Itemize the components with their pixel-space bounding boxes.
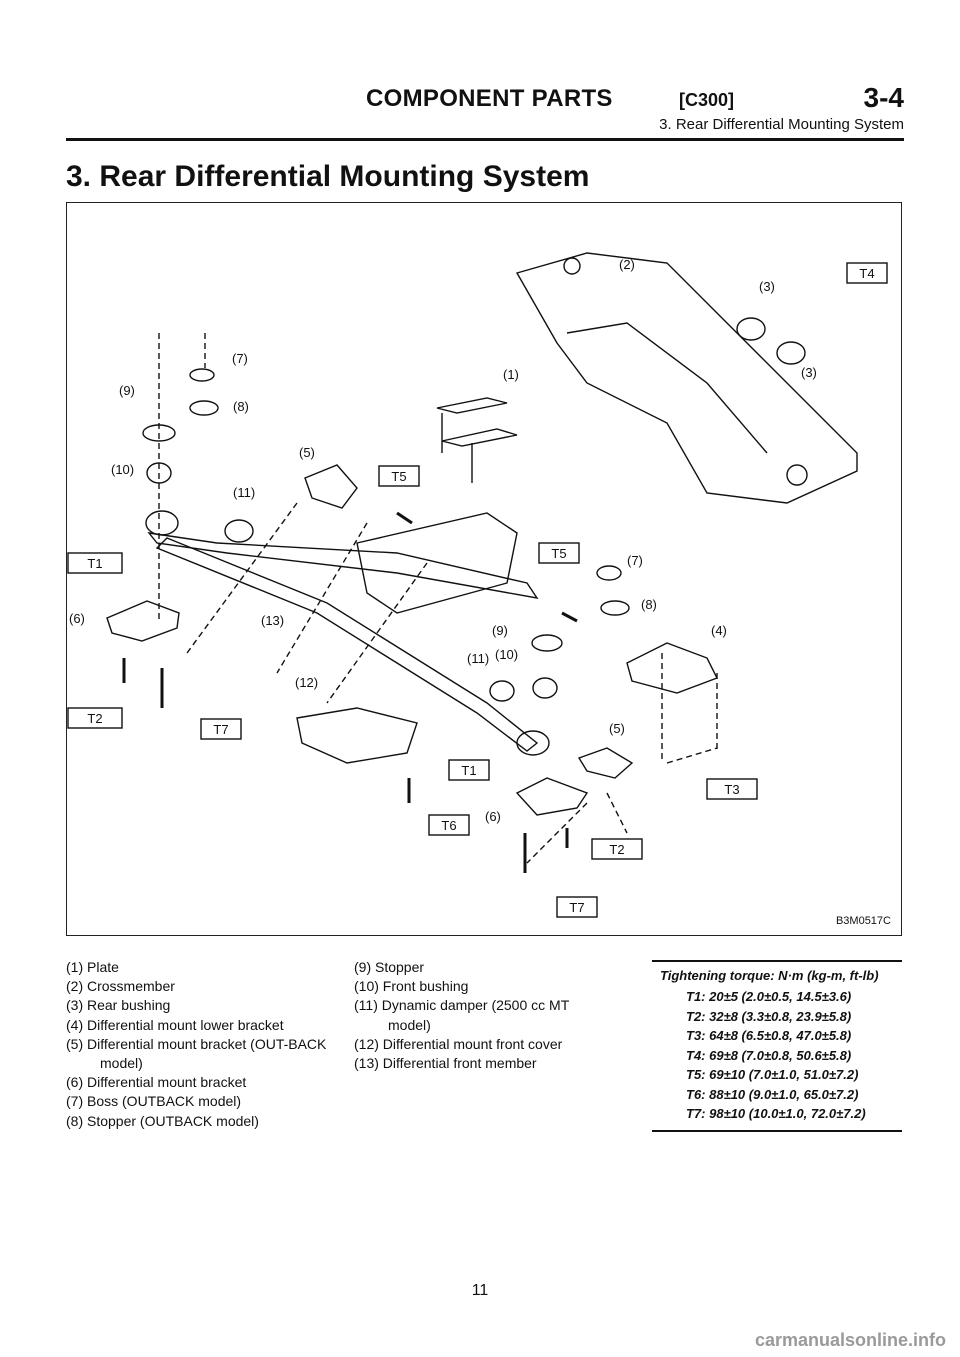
callout-11: (11) xyxy=(233,485,255,500)
callout-12: (12) xyxy=(295,675,318,690)
tag-t4: T4 xyxy=(859,266,874,281)
callout-7: (7) xyxy=(232,351,248,366)
mount-bracket-5-shape xyxy=(304,464,358,509)
torque-specs: Tightening torque: N·m (kg-m, ft-lb) T1:… xyxy=(652,960,902,1132)
legend-item: (10) Front bushing xyxy=(354,978,469,995)
legend-item: (8) Stopper (OUTBACK model) xyxy=(66,1112,259,1129)
legend-item: (9) Stopper xyxy=(354,959,425,975)
tag-t1: T1 xyxy=(87,556,102,571)
header-title: COMPONENT PARTS xyxy=(366,85,613,112)
torque-item: T5: 69±10 (7.0±1.0, 51.0±7.2) xyxy=(686,1067,859,1082)
torque-item: T7: 98±10 (10.0±1.0, 72.0±7.2) xyxy=(686,1106,866,1121)
tag-t2: T2 xyxy=(87,711,102,726)
legend-item: (1) Plate xyxy=(66,959,119,975)
tag-t1-second: T1 xyxy=(461,763,476,778)
legend-item: (13) Differential front member xyxy=(354,1055,537,1072)
legend-item: (3) Rear bushing xyxy=(66,997,171,1014)
torque-top-rule xyxy=(652,960,902,962)
callout-8-second: (8) xyxy=(641,597,657,612)
rear-bushing-shape xyxy=(736,317,766,341)
torque-item: T3: 64±8 (6.5±0.8, 47.0±5.8) xyxy=(686,1028,852,1043)
page-number: 11 xyxy=(471,1282,489,1299)
torque-title: Tightening torque: N·m (kg-m, ft-lb) xyxy=(660,968,879,983)
callout-10-second: (10) xyxy=(495,647,518,662)
mount-bracket-shape xyxy=(106,600,180,642)
callout-4: (4) xyxy=(711,623,727,638)
crossmember-shape xyxy=(515,252,858,504)
tag-t5: T5 xyxy=(391,469,406,484)
callout-11-second: (11) xyxy=(467,651,489,666)
legend-item: (12) Differential mount front cover xyxy=(354,1035,563,1052)
legend-item: (2) Crossmember xyxy=(66,978,175,995)
torque-item: T6: 88±10 (9.0±1.0, 65.0±7.2) xyxy=(686,1086,859,1102)
tag-t2-second: T2 xyxy=(609,842,624,857)
callout-9-second: (9) xyxy=(492,623,508,638)
header-code: [C300] xyxy=(679,90,735,110)
front-member-shape xyxy=(147,532,539,599)
callout-7-second: (7) xyxy=(627,553,643,568)
torque-item: T2: 32±8 (3.3±0.8, 23.9±5.8) xyxy=(686,1008,852,1024)
callout-3-second: (3) xyxy=(801,365,817,380)
callout-8: (8) xyxy=(233,399,249,414)
callout-6-second: (6) xyxy=(485,809,501,824)
lower-bracket-shape xyxy=(626,642,718,694)
tag-t5-second: T5 xyxy=(551,546,566,561)
tag-t6: T6 xyxy=(441,818,456,833)
tag-t3: T3 xyxy=(724,782,739,797)
header-subtitle: 3. Rear Differential Mounting System xyxy=(659,116,904,133)
watermark: carmanualsonline.info xyxy=(754,1330,946,1350)
callout-10: (10) xyxy=(111,462,134,477)
legend-column-1: (1) Plate (2) Crossmember (3) Rear bushi… xyxy=(66,958,336,1131)
torque-item: T1: 20±5 (2.0±0.5, 14.5±3.6) xyxy=(686,989,852,1004)
exploded-diagram: (1) (2) (3) (3) (4) (5) (5) (6) (6) (7) … xyxy=(66,202,902,936)
tag-t7-second: T7 xyxy=(569,900,584,915)
legend-item: (11) Dynamic damper (2500 cc MT model) xyxy=(354,997,569,1033)
header-rule xyxy=(66,138,904,141)
legend-item: (7) Boss (OUTBACK model) xyxy=(66,1093,242,1110)
legend-item: (6) Differential mount bracket xyxy=(66,1074,247,1091)
tag-t7: T7 xyxy=(213,722,228,737)
plate-shape xyxy=(436,397,508,414)
front-cover-shape xyxy=(296,707,418,764)
rear-bushing-shape xyxy=(776,341,806,365)
diagram-drawing: (1) (2) (3) (3) (4) (5) (5) (6) (6) (7) … xyxy=(67,252,888,918)
section-title: 3. Rear Differential Mounting System xyxy=(66,160,590,193)
callout-6: (6) xyxy=(69,611,85,626)
page-header: COMPONENT PARTS [C300] 3-4 3. Rear Diffe… xyxy=(66,82,904,141)
torque-bottom-rule xyxy=(652,1129,902,1132)
figure-code: B3M0517C xyxy=(835,915,891,927)
callout-13: (13) xyxy=(261,613,284,628)
legend-item: (5) Differential mount bracket (OUT-BACK… xyxy=(66,1035,327,1072)
callout-9: (9) xyxy=(119,383,135,398)
callout-5: (5) xyxy=(299,445,315,460)
callout-5-second: (5) xyxy=(609,721,625,736)
callout-3: (3) xyxy=(759,279,775,294)
header-chapter: 3-4 xyxy=(863,82,904,113)
callout-2: (2) xyxy=(619,257,635,272)
torque-item: T4: 69±8 (7.0±0.8, 50.6±5.8) xyxy=(686,1047,852,1063)
legend-column-2: (9) Stopper (10) Front bushing (11) Dyna… xyxy=(354,958,594,1073)
legend-item: (4) Differential mount lower bracket xyxy=(66,1016,284,1033)
callout-1: (1) xyxy=(503,367,519,382)
differential-housing-shape xyxy=(356,512,518,614)
